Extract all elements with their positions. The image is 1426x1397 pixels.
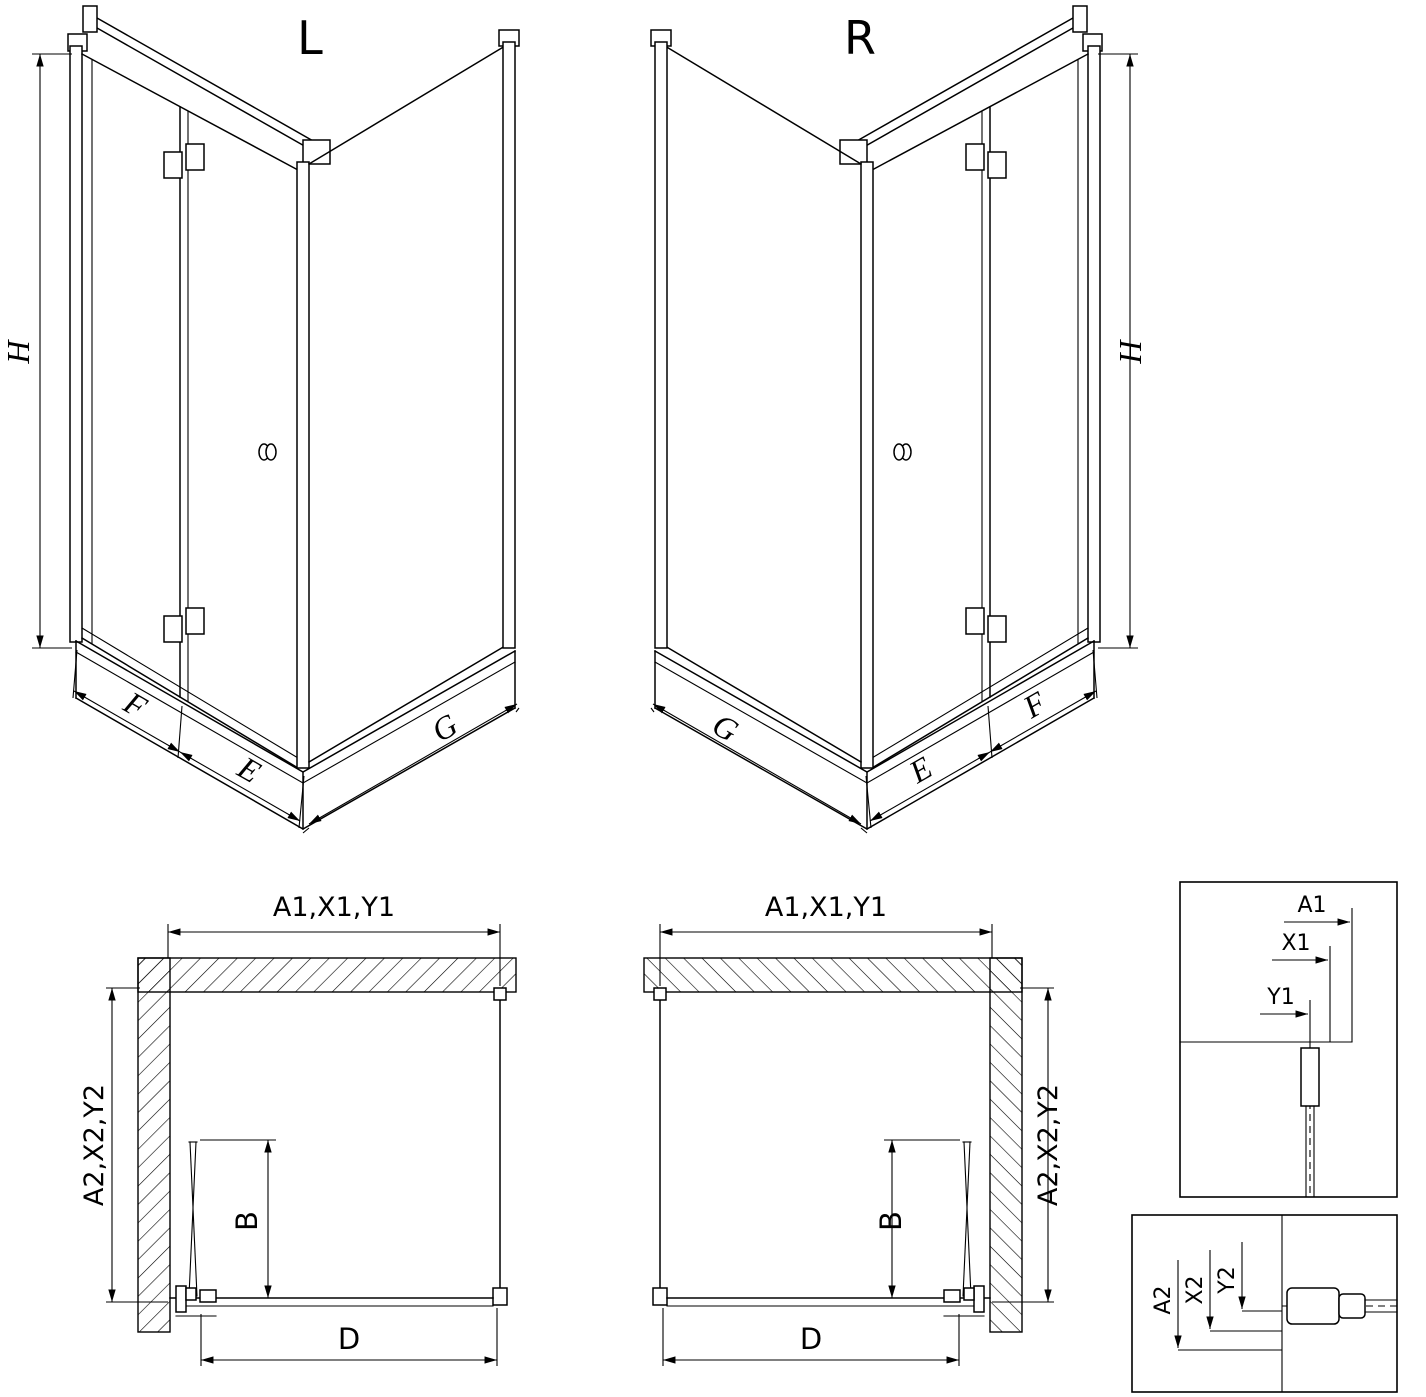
detail-bottom-frame [1131,1214,1398,1393]
dim-label-bottom-plan-left: D [338,1322,360,1356]
plan-right-labels: A1,X1,Y1 A2,X2,Y2 B D [765,892,1064,1356]
corner-post [296,161,310,769]
dim-label-a1: A1 [1297,893,1326,918]
detail-top-frame [1179,881,1398,1198]
detail-top-dimension-lines [1260,908,1353,1042]
dim-label-y1: Y1 [1266,985,1294,1010]
side-panel [307,29,520,764]
door-handle-knob [258,443,277,461]
wall-profile-section [1286,1287,1340,1325]
folded-door-open-plan [185,1141,198,1301]
wall-top-hatched [137,957,517,993]
door-hinges [163,143,205,643]
plan-view-geometry [106,924,517,1366]
dim-label-height-right: H [1112,339,1148,365]
detail-view-bottom: A2 X2 Y2 [1131,1214,1398,1393]
dim-label-door-open-plan-right: B [874,1211,908,1231]
dim-label-y2: Y2 [1215,1266,1240,1294]
dim-label-a2: A2 [1151,1285,1176,1314]
glass-side-panel-plan [492,987,508,1306]
top-stabilizer-bar [82,5,331,165]
dim-label-bottom-plan-right: D [800,1322,822,1356]
front-face-panels [80,52,300,770]
view-label-right: R [844,11,876,65]
dim-label-height-left: H [0,339,36,365]
iso-dimension-lines [32,53,520,834]
detail-bottom-dimension-lines [1174,1242,1282,1351]
dim-label-door-open-plan-left: B [230,1211,264,1231]
iso-enclosure-geometry [32,5,520,834]
glass-profile-section [1300,1047,1320,1107]
front-threshold-plan [169,1285,494,1317]
plan-left-labels: A1,X1,Y1 A2,X2,Y2 B D [79,892,395,1356]
wall-profile [67,33,88,643]
dim-label-depth-plan-right: A2,X2,Y2 [1033,1084,1064,1206]
plan-dimension-lines [106,924,501,1366]
dim-label-width-plan-right: A1,X1,Y1 [765,892,887,923]
profile-clamp-section [1338,1293,1366,1319]
view-label-left: L [297,11,323,65]
dim-label-x1: X1 [1281,931,1310,956]
dim-label-x2: X2 [1183,1275,1208,1304]
wall-side-hatched [137,957,171,1333]
dim-label-depth-plan-left: A2,X2,Y2 [79,1084,110,1206]
dim-label-width-plan-left: A1,X1,Y1 [273,892,395,923]
detail-view-top: A1 X1 Y1 [1179,881,1398,1198]
